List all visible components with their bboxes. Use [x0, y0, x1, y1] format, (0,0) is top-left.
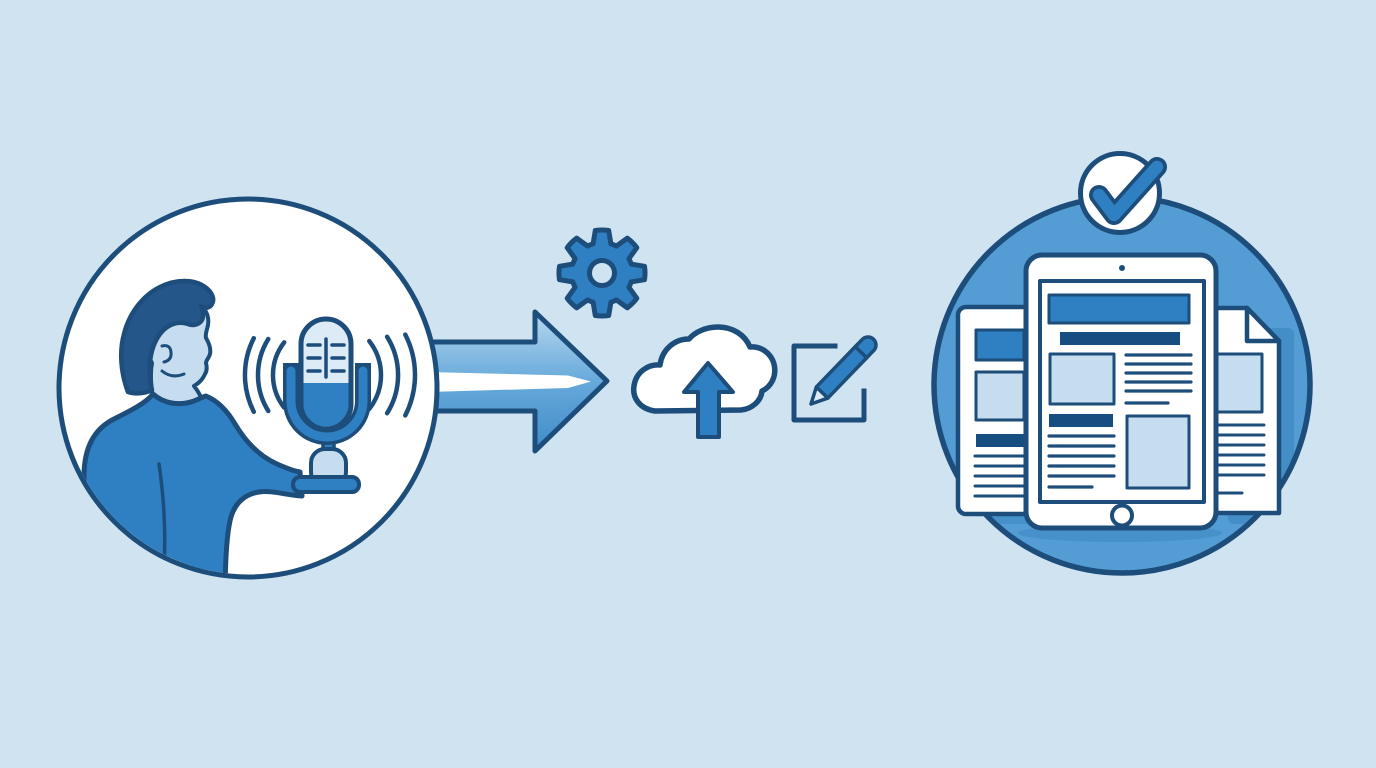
mic-capsule-lower	[303, 383, 349, 427]
mic-grill	[306, 337, 346, 379]
pencil	[809, 335, 878, 406]
tablet	[1023, 252, 1219, 531]
screen-image-block-left	[1048, 352, 1116, 406]
cloud-upload-icon	[630, 324, 778, 439]
mic-capsule-outline	[298, 316, 354, 432]
document-right-folded-corner	[1244, 305, 1282, 344]
screen-dark-bar-left	[1049, 414, 1113, 427]
screen-image-block-right	[1125, 414, 1191, 490]
sound-wave-right-inner	[367, 338, 384, 412]
gear-hole	[587, 258, 617, 288]
document-right	[1205, 305, 1282, 516]
published-content-scene	[931, 151, 1313, 576]
mic-base-tray	[291, 475, 361, 494]
process-arrow	[425, 309, 610, 454]
document-left-text-lines	[973, 454, 1032, 498]
screen-text-lines-right	[1124, 353, 1193, 405]
sound-wave-right-outer	[403, 332, 418, 418]
upload-arrow	[682, 361, 735, 439]
tablet-camera-dot	[1119, 265, 1125, 271]
document-left-dark-bar	[976, 434, 1024, 447]
checkmark-icon	[1092, 160, 1164, 222]
pencil-cap	[853, 335, 878, 360]
sound-wave-left-inner	[270, 340, 287, 410]
screen-header-bar	[1047, 293, 1191, 325]
checkbox-outline	[791, 343, 867, 423]
checkmark-badge	[1078, 151, 1167, 235]
document-right-image-block	[1212, 352, 1264, 414]
screen-title-bar	[1060, 332, 1180, 345]
sound-wave-right-middle	[384, 334, 401, 416]
mic-cradle	[286, 366, 368, 442]
screen-text-lines-left	[1047, 434, 1116, 489]
person-hair	[118, 278, 216, 396]
gear-icon	[556, 227, 648, 319]
document-left-image-block	[974, 370, 1026, 422]
document-left-header-block	[974, 328, 1026, 362]
pencil-body	[814, 344, 869, 400]
sound-wave-left-outer	[242, 335, 257, 415]
person-mouth	[160, 369, 186, 378]
sound-wave-left-middle	[255, 336, 271, 414]
arrow-inner-stripe	[428, 372, 591, 392]
edit-checkbox-icon	[791, 335, 878, 423]
tablet-home-button	[1110, 503, 1134, 528]
sound-waves	[242, 332, 418, 418]
document-left	[955, 304, 1041, 517]
microphone	[283, 316, 371, 494]
person-ear	[160, 344, 173, 364]
document-right-text-lines	[1211, 423, 1266, 495]
voice-recording-scene	[56, 196, 440, 580]
